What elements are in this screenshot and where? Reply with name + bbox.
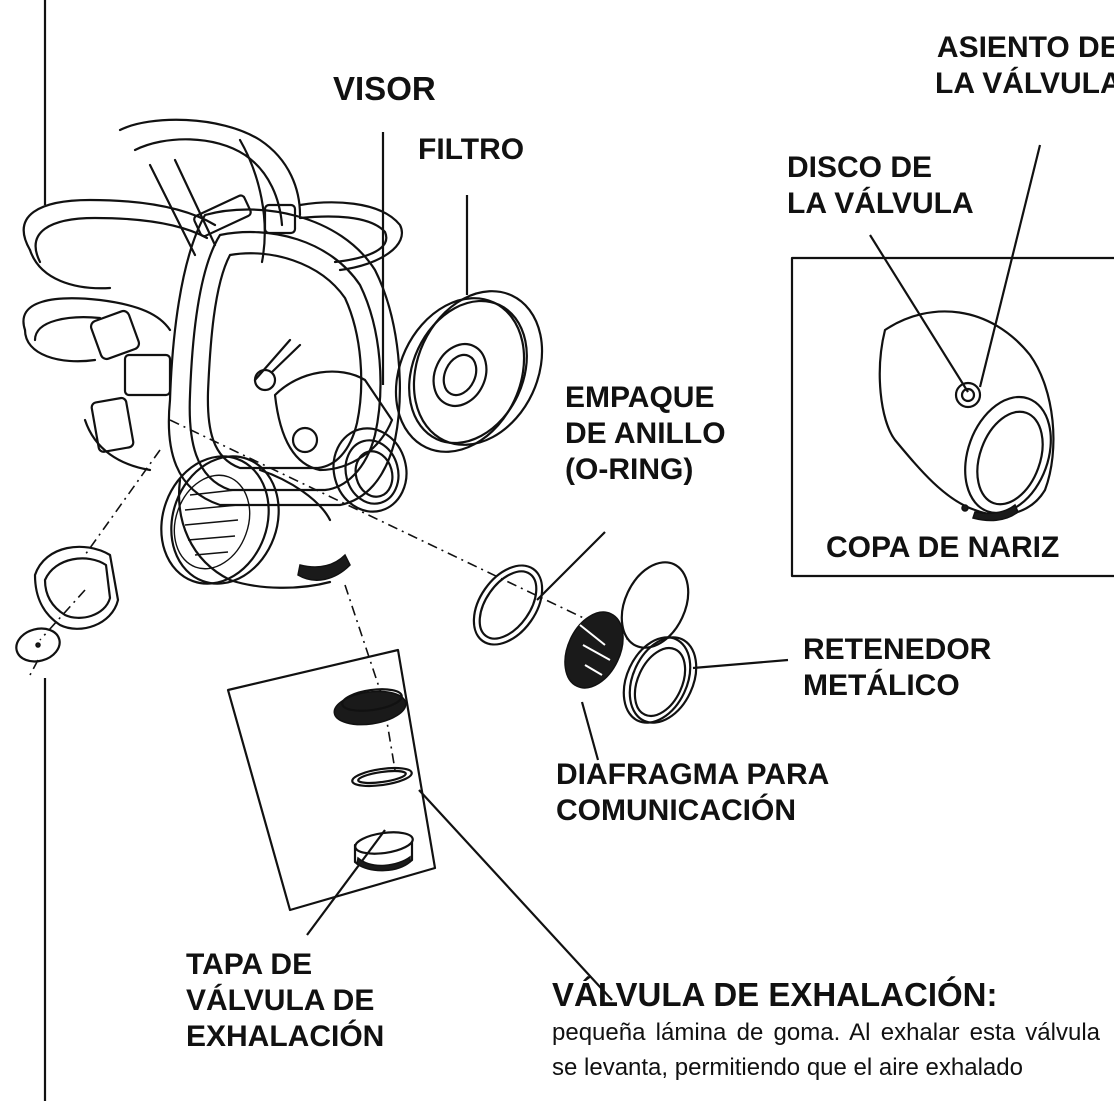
exhalation-cover-parts	[15, 449, 161, 676]
exhalation-valve-inset	[226, 648, 437, 912]
voicemitter-stack	[472, 561, 698, 724]
filter	[394, 290, 544, 453]
label-copa: COPA DE NARIZ	[826, 531, 1060, 564]
leader-empaque	[536, 531, 606, 601]
label-filtro: FILTRO	[418, 133, 525, 166]
label-disco: DISCO DE LA VÁLVULA	[787, 151, 974, 220]
head-harness	[22, 118, 403, 472]
mounted-cartridge	[160, 455, 351, 585]
leader-valvula	[418, 789, 613, 1001]
nose-cup-inset	[790, 256, 1114, 578]
label-diafragma: DIAFRAGMA PARA COMUNICACIÓN	[556, 758, 830, 827]
leader-retenedor	[692, 658, 789, 670]
leader-diafragma	[580, 701, 600, 761]
label-asiento: ASIENTO DE LA VÁLVULA	[935, 31, 1114, 100]
leader-lines	[43, 0, 1042, 1101]
valvula-title: VÁLVULA DE EXHALACIÓN:	[552, 976, 998, 1013]
leader-asiento	[978, 144, 1042, 388]
mask-body	[167, 208, 401, 589]
label-retenedor: RETENEDOR METÁLICO	[803, 633, 992, 702]
label-empaque: EMPAQUE DE ANILLO (O-RING)	[565, 381, 726, 486]
front-port	[273, 370, 408, 513]
assembly-axes	[169, 419, 641, 771]
valvula-description: pequeña lámina de goma. Al exhalar esta …	[552, 1019, 1100, 1081]
leader-tapa	[306, 829, 386, 936]
label-tapa: TAPA DE VÁLVULA DE EXHALACIÓN	[186, 948, 385, 1053]
label-visor: VISOR	[333, 70, 436, 107]
